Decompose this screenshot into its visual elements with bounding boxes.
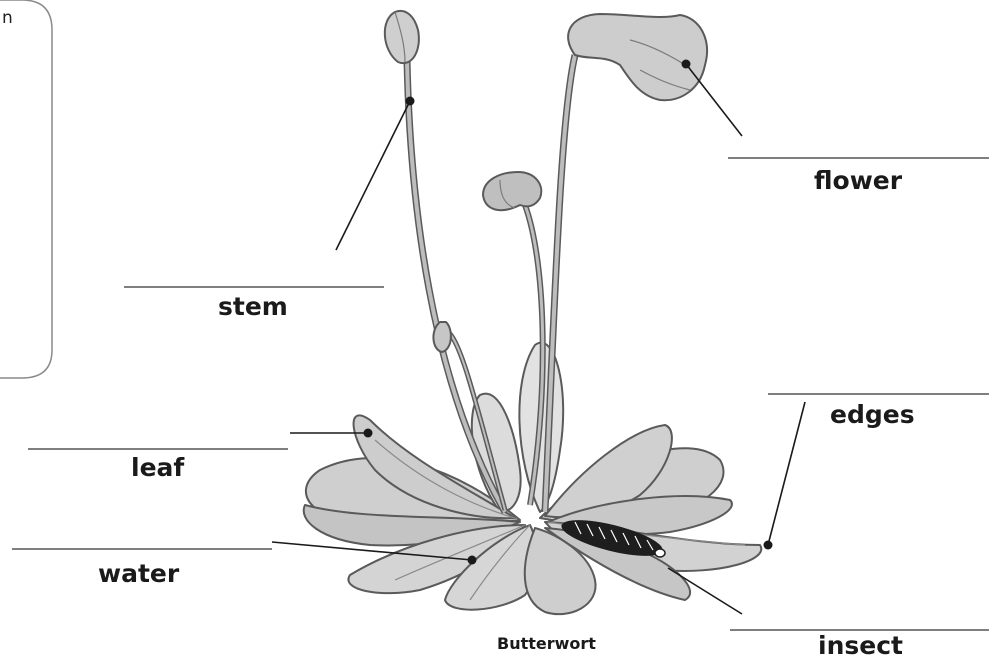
- flower-leader: [686, 64, 742, 136]
- info-box-outline: [0, 0, 52, 378]
- flower-top-right: [568, 14, 707, 100]
- label-water: water: [98, 561, 179, 586]
- bud-low-left: [433, 322, 451, 352]
- diagram-caption: Butterwort: [497, 634, 596, 653]
- plant-illustration: [304, 11, 762, 614]
- label-edges: edges: [830, 402, 915, 427]
- info-box-text: n: [2, 8, 13, 28]
- stem-leader: [336, 101, 410, 250]
- label-flower: flower: [814, 168, 902, 193]
- label-insect: insect: [818, 633, 903, 658]
- label-leaf: leaf: [131, 455, 184, 480]
- label-stem: stem: [218, 294, 288, 319]
- flower-mid: [483, 172, 541, 210]
- edges-leader: [768, 402, 805, 545]
